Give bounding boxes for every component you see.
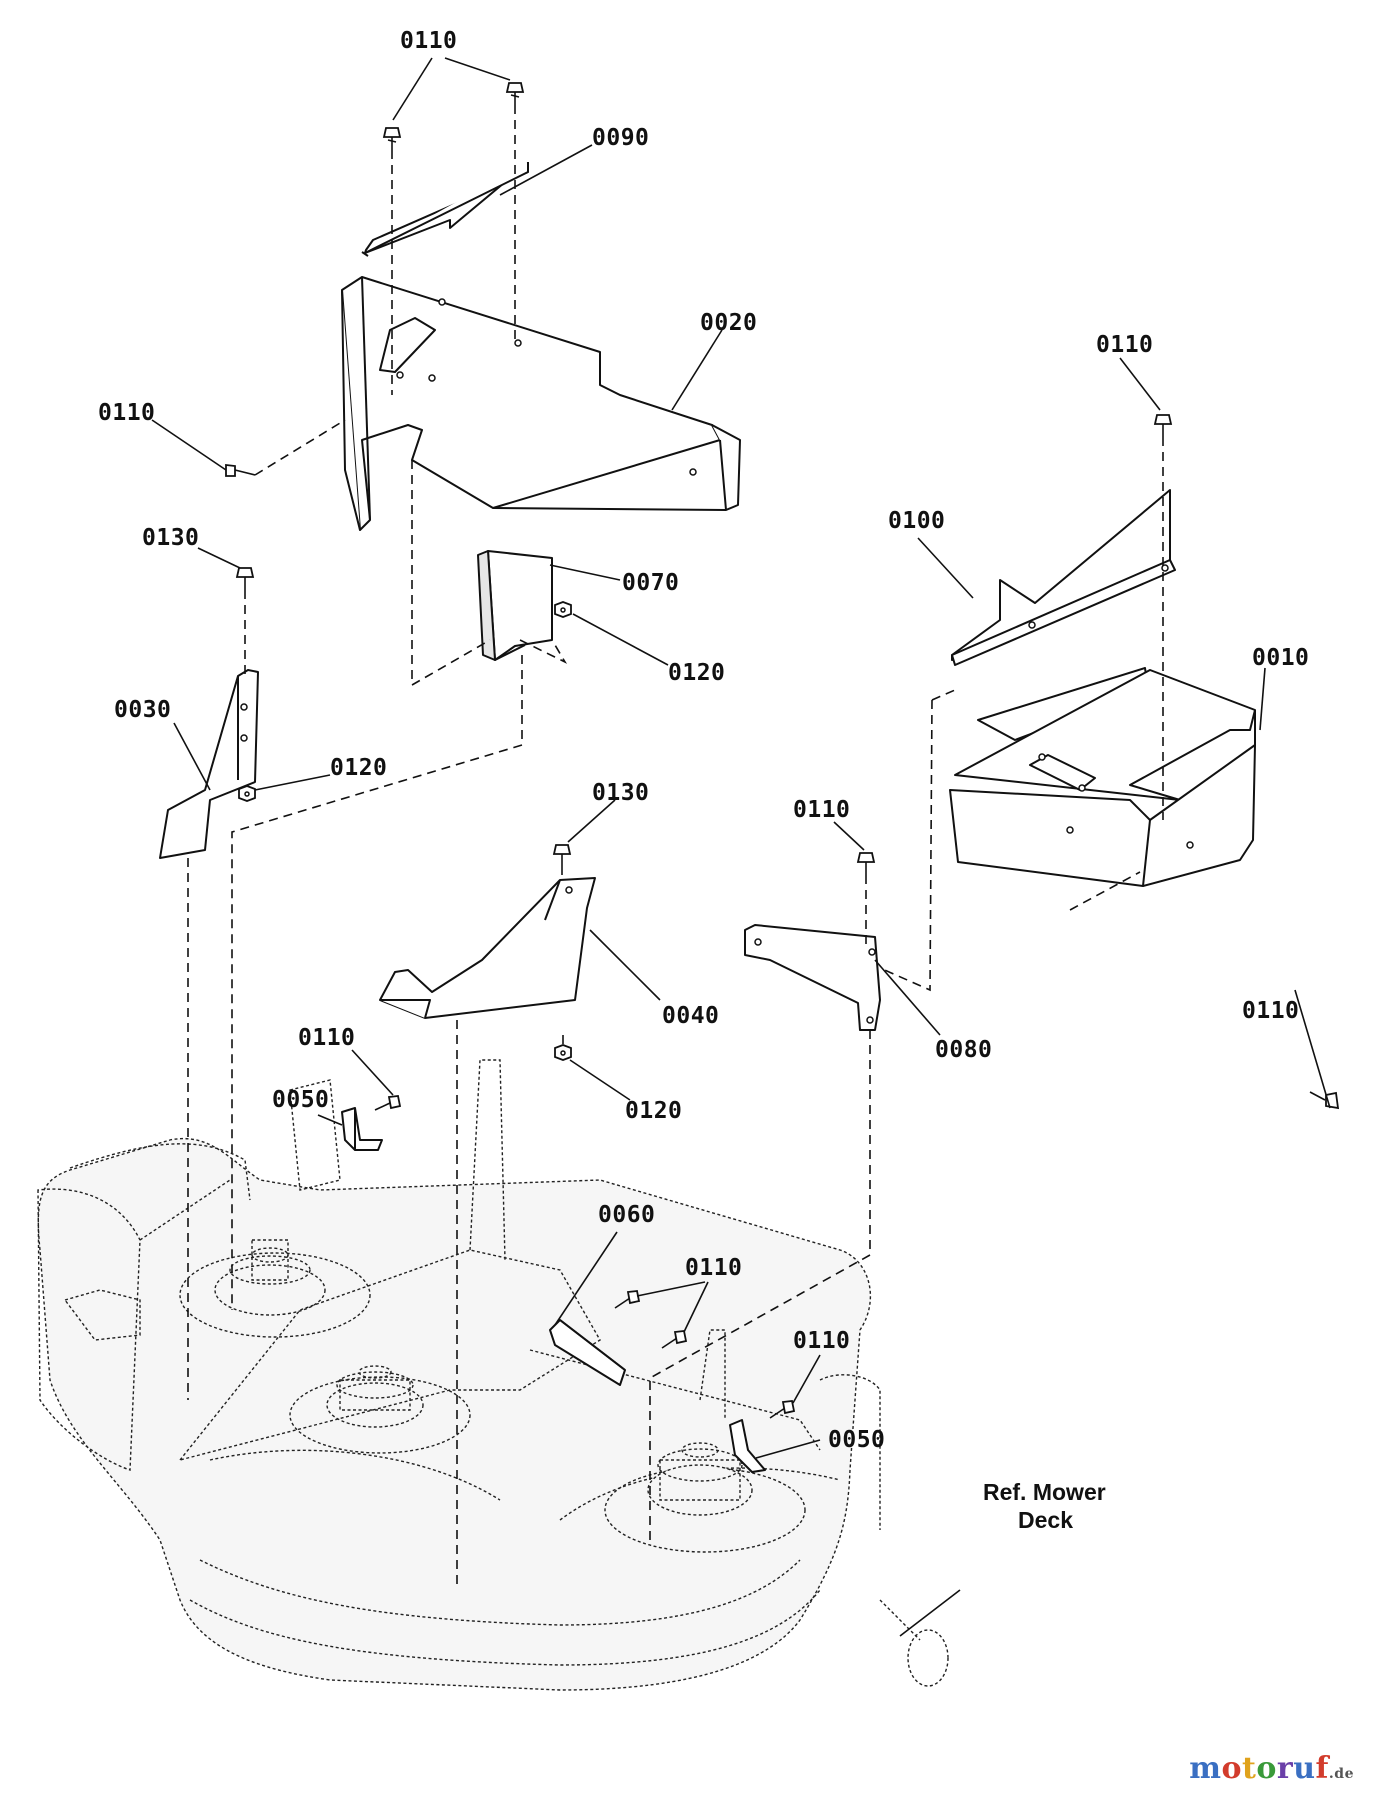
label-0120-b: 0120 bbox=[330, 755, 387, 781]
label-0110-deck-mid: 0110 bbox=[685, 1255, 742, 1281]
bolt-0110-top-left bbox=[382, 127, 402, 150]
bolts bbox=[225, 82, 1340, 1419]
label-0080: 0080 bbox=[935, 1037, 992, 1063]
label-0050-left: 0050 bbox=[272, 1087, 329, 1113]
label-0130-left: 0130 bbox=[142, 525, 199, 551]
part-0080 bbox=[744, 924, 881, 1031]
bolt-0130-left bbox=[235, 567, 255, 590]
bolt-0110-deck-right bbox=[769, 1400, 796, 1419]
nut-0120-a bbox=[554, 601, 572, 618]
watermark-logo: motoruf.de bbox=[1189, 1751, 1354, 1786]
bolt-0110-deck-left bbox=[374, 1095, 402, 1111]
nut-0120-c bbox=[554, 1044, 572, 1061]
watermark-tld: .de bbox=[1328, 1766, 1354, 1782]
label-0110-top: 0110 bbox=[400, 28, 457, 54]
label-0040: 0040 bbox=[662, 1003, 719, 1029]
bolt-0110-top-right bbox=[505, 82, 525, 105]
label-0020: 0020 bbox=[700, 310, 757, 336]
label-0010: 0010 bbox=[1252, 645, 1309, 671]
label-0090: 0090 bbox=[592, 125, 649, 151]
part-0050-right bbox=[729, 1419, 766, 1473]
part-0020 bbox=[341, 276, 741, 531]
label-0100: 0100 bbox=[888, 508, 945, 534]
bolt-0110-left bbox=[225, 463, 256, 477]
leader-lines bbox=[151, 57, 1331, 1637]
bolt-0110-right-bot bbox=[1309, 1091, 1340, 1110]
label-0110-deck-left: 0110 bbox=[298, 1025, 355, 1051]
bolt-0110-deck-mid-a bbox=[614, 1290, 641, 1309]
label-0120-c: 0120 bbox=[625, 1098, 682, 1124]
bolt-0110-deck-mid-b bbox=[661, 1330, 688, 1349]
ref-mower-deck-label-line1: Ref. Mower bbox=[983, 1479, 1106, 1505]
label-0070: 0070 bbox=[622, 570, 679, 596]
label-0030: 0030 bbox=[114, 697, 171, 723]
mower-deck bbox=[37, 1059, 949, 1691]
right-spindle-pulley bbox=[604, 1442, 806, 1553]
part-0100 bbox=[951, 489, 1176, 666]
label-0110-right-bot: 0110 bbox=[1242, 998, 1299, 1024]
label-0110-deck-right: 0110 bbox=[793, 1328, 850, 1354]
label-0120-a: 0120 bbox=[668, 660, 725, 686]
label-0110-mid: 0110 bbox=[793, 797, 850, 823]
alignment-lines bbox=[187, 105, 1164, 1590]
part-0010 bbox=[949, 667, 1256, 887]
nut-0120-b bbox=[238, 785, 256, 802]
label-0050-right: 0050 bbox=[828, 1427, 885, 1453]
center-spindle-pulley bbox=[289, 1365, 471, 1454]
bolt-0110-mid bbox=[856, 852, 876, 875]
bolt-0110-right-top bbox=[1153, 414, 1173, 437]
part-0090 bbox=[361, 162, 529, 257]
label-0110-left: 0110 bbox=[98, 400, 155, 426]
part-0070 bbox=[477, 550, 553, 661]
left-spindle-pulley bbox=[179, 1239, 371, 1338]
label-0130-mid: 0130 bbox=[592, 780, 649, 806]
part-labels: 0110 0090 0020 0110 0110 0100 0130 0070 … bbox=[98, 28, 1309, 1533]
part-0060 bbox=[549, 1319, 626, 1386]
ref-mower-deck-label-line2: Deck bbox=[1018, 1507, 1073, 1533]
bolt-0130-mid bbox=[552, 844, 572, 867]
label-0110-right-top: 0110 bbox=[1096, 332, 1153, 358]
part-0040 bbox=[379, 877, 596, 1019]
part-0030 bbox=[159, 669, 259, 859]
label-0060: 0060 bbox=[598, 1202, 655, 1228]
part-0050-left bbox=[341, 1107, 383, 1151]
